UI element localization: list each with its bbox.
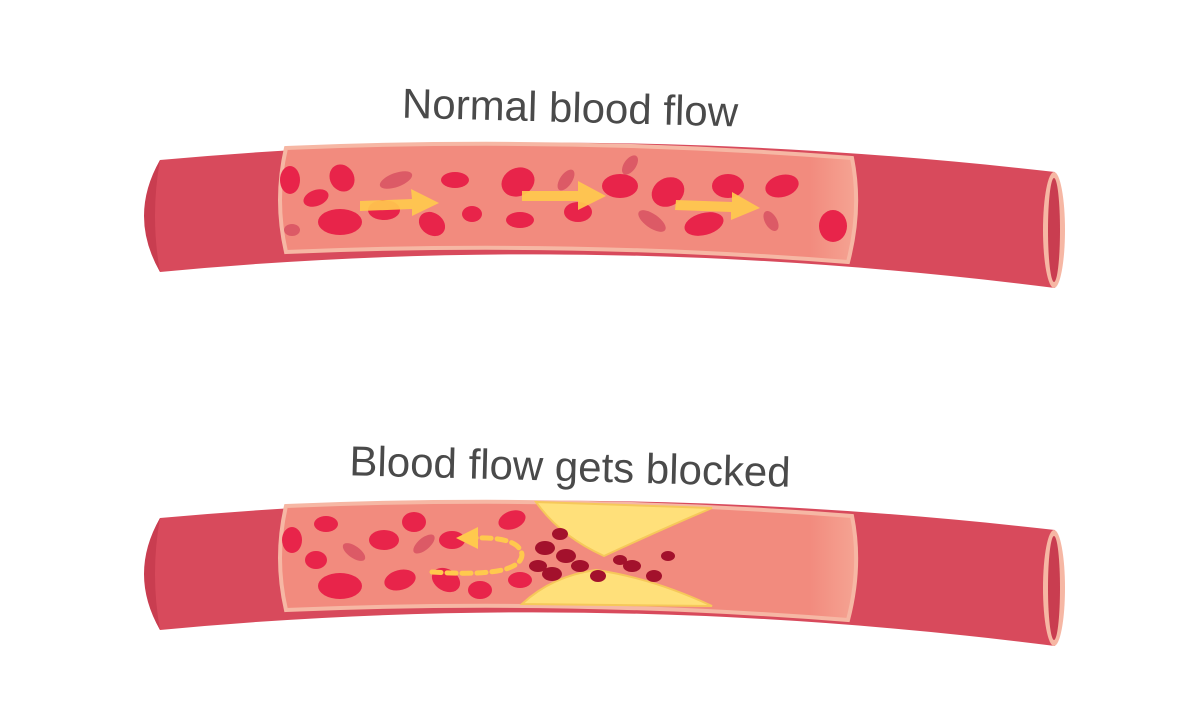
clotted-cell xyxy=(661,551,675,561)
red-blood-cell xyxy=(329,164,355,192)
clotted-cell xyxy=(646,570,662,582)
clotted-cell xyxy=(542,567,562,581)
red-blood-cell xyxy=(402,512,426,532)
red-blood-cell xyxy=(439,531,465,549)
red-blood-cell xyxy=(318,573,362,599)
plaque-top xyxy=(534,500,713,558)
red-blood-cell xyxy=(498,510,526,530)
clotted-cell xyxy=(571,560,589,572)
flow-arrow-icon xyxy=(675,192,760,220)
red-blood-cell xyxy=(314,516,338,532)
red-blood-cell xyxy=(318,209,362,235)
reverse-flow-arrow-icon xyxy=(429,527,525,576)
plaque-buildup xyxy=(519,500,713,607)
normal-flow-title: Normal blood flow xyxy=(401,80,739,136)
red-blood-cell xyxy=(441,172,469,188)
red-blood-cell xyxy=(557,169,575,191)
red-blood-cell xyxy=(564,202,592,222)
clotted-cell xyxy=(613,555,627,565)
clotted-cell xyxy=(552,528,568,540)
flow-arrow-icon xyxy=(522,181,606,210)
faded-red-blood-cells xyxy=(342,534,435,561)
red-blood-cell xyxy=(379,171,413,189)
blocked-flow-title: Blood flow gets blocked xyxy=(349,437,791,496)
normal-vessel xyxy=(144,141,1065,288)
clotted-cell xyxy=(590,570,606,582)
clotted-cell xyxy=(535,541,555,555)
clotted-cell xyxy=(529,560,547,572)
vessel-left-end xyxy=(144,518,160,630)
red-blood-cell xyxy=(282,527,302,553)
flow-arrow-icon xyxy=(360,189,439,216)
red-blood-cell xyxy=(622,155,638,175)
faded-red-blood-cells xyxy=(284,155,779,236)
red-blood-cell xyxy=(284,224,300,236)
vessel-left-end xyxy=(144,160,160,272)
red-blood-cell xyxy=(651,177,685,207)
red-blood-cell xyxy=(501,167,535,197)
normal-flow-panel: Normal blood flow xyxy=(144,80,1065,288)
red-blood-cell xyxy=(305,551,327,569)
blocked-vessel xyxy=(144,499,1065,646)
clotted-cell xyxy=(556,549,576,563)
red-blood-cell xyxy=(413,534,435,554)
red-blood-cell xyxy=(280,166,300,194)
red-blood-cell xyxy=(369,530,399,550)
red-blood-cell xyxy=(763,211,779,231)
red-blood-cell xyxy=(638,210,666,232)
red-blood-cell xyxy=(684,212,724,236)
red-blood-cell xyxy=(384,569,416,591)
red-blood-cell xyxy=(342,543,366,561)
red-blood-cell xyxy=(418,211,446,237)
red-blood-cell xyxy=(602,174,638,198)
red-blood-cells xyxy=(280,164,847,242)
red-blood-cell xyxy=(765,174,799,198)
clotted-cell xyxy=(623,560,641,572)
vessel-opening-inner xyxy=(1048,178,1060,282)
red-blood-cell xyxy=(712,174,744,198)
blocked-flow-panel: Blood flow gets blocked xyxy=(144,437,1065,646)
clotted-blood-cells xyxy=(529,528,675,582)
red-blood-cell xyxy=(506,212,534,228)
vessel-opening-inner xyxy=(1048,536,1060,640)
red-blood-cells xyxy=(282,510,532,599)
red-blood-cell xyxy=(462,206,482,222)
red-blood-cell xyxy=(819,210,847,242)
red-blood-cell xyxy=(508,572,532,588)
red-blood-cell xyxy=(468,581,492,599)
red-blood-cell xyxy=(303,189,329,207)
flow-arrows xyxy=(360,181,760,220)
